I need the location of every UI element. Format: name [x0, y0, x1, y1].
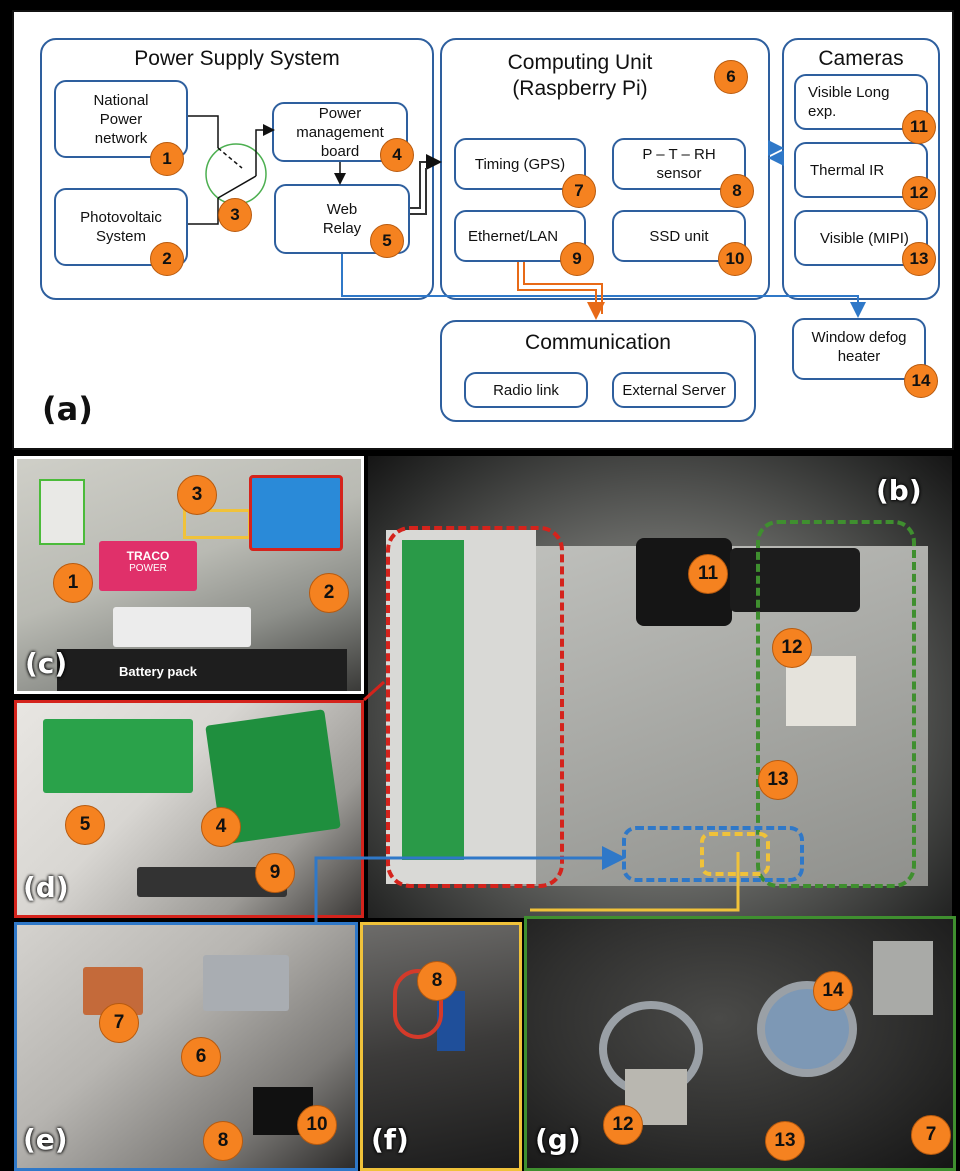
sensor-cables: [393, 969, 443, 1039]
window-defog-heater-box: Window defog heater: [792, 318, 926, 380]
green-dashed-frame: [756, 520, 916, 888]
photo-d-badge-9: 9: [255, 853, 295, 893]
external-server-box: External Server: [612, 372, 736, 408]
photo-c-badge-3: 3: [177, 475, 217, 515]
thermal-camera: [786, 656, 856, 726]
cameras-title: Cameras: [818, 47, 904, 70]
switch-circle: [205, 143, 267, 205]
photo-f-badge-8: 8: [417, 961, 457, 1001]
photo-g-badge-14: 14: [813, 971, 853, 1011]
camera-lens: [730, 548, 860, 612]
badge-3: 3: [218, 198, 252, 232]
photo-e-raspberry-pi: (e) 7 6 8 10: [14, 922, 358, 1171]
pcb-vertical: [402, 540, 464, 860]
power-supply-title: Power Supply System: [134, 47, 340, 70]
charge-controller: [249, 475, 343, 551]
radio-link-box: Radio link: [464, 372, 588, 408]
photo-e-badge-10: 10: [297, 1105, 337, 1145]
badge-13: 13: [902, 242, 936, 276]
traco-label-line1: TRACO: [126, 549, 170, 563]
web-relay-box: Web Relay: [274, 184, 410, 254]
badge-14: 14: [904, 364, 938, 398]
badge-8: 8: [720, 174, 754, 208]
badge-7: 7: [562, 174, 596, 208]
photo-b-badge-13: 13: [758, 760, 798, 800]
panel-label-a: (a): [42, 390, 93, 428]
photo-e-badge-6: 6: [181, 1037, 221, 1077]
photo-e-badge-7: 7: [99, 1003, 139, 1043]
badge-12: 12: [902, 176, 936, 210]
red-dashed-frame: [386, 526, 564, 888]
computing-title-line1: Computing Unit: [507, 51, 653, 74]
photo-c-badge-1: 1: [53, 563, 93, 603]
power-management-box: Power management board: [272, 102, 408, 162]
panel-label-g: (g): [535, 1123, 581, 1156]
panel-label-d: (d): [23, 871, 69, 904]
battery-pack: [57, 649, 347, 691]
photo-d-relay-boards: (d) 5 4 9: [14, 700, 364, 918]
traco-label-line2: POWER: [129, 563, 167, 574]
computing-title-line2: (Raspberry Pi): [512, 77, 648, 100]
breaker-block: [39, 479, 85, 545]
communication-title: Communication: [525, 331, 671, 354]
yellow-dashed-frame: [700, 832, 770, 876]
panel-label-b: (b): [876, 474, 922, 507]
badge-2: 2: [150, 242, 184, 276]
photo-b-badge-12: 12: [772, 628, 812, 668]
panel-label-e: (e): [23, 1123, 68, 1156]
schematic-connectors: [188, 115, 866, 320]
badge-10: 10: [718, 242, 752, 276]
badge-5: 5: [370, 224, 404, 258]
badge-1: 1: [150, 142, 184, 176]
photo-g-badge-7: 7: [911, 1115, 951, 1155]
photo-g-badge-13: 13: [765, 1121, 805, 1161]
photo-d-badge-4: 4: [201, 807, 241, 847]
badge-4: 4: [380, 138, 414, 172]
panel-label-c: (c): [25, 647, 68, 680]
badge-9: 9: [560, 242, 594, 276]
photo-f-sensor: (f) 8: [360, 922, 522, 1171]
photo-g-badge-12: 12: [603, 1105, 643, 1145]
badge-11: 11: [902, 110, 936, 144]
photo-g-windows: (g) 14 12 13 7: [524, 916, 956, 1171]
photo-d-badge-5: 5: [65, 805, 105, 845]
photo-c-badge-2: 2: [309, 573, 349, 613]
heater-block: [873, 941, 933, 1015]
photo-b-enclosure: (b) 11 12 13: [368, 456, 952, 918]
photo-b-badge-11: 11: [688, 554, 728, 594]
photo-c-power-panel: TRACO POWER Battery pack (c) 1 2 3: [14, 456, 364, 694]
battery-pack-label: Battery pack: [119, 664, 198, 679]
communication-box: [440, 320, 756, 422]
photo-e-badge-8: 8: [203, 1121, 243, 1161]
schematic-panel: Power Supply System National Power netwo…: [12, 10, 954, 450]
white-converter: [113, 607, 251, 647]
web-relay-board: [43, 719, 193, 793]
badge-6: 6: [714, 60, 748, 94]
panel-label-f: (f): [371, 1123, 409, 1156]
traco-power-supply: TRACO POWER: [99, 541, 197, 591]
usb-ports: [203, 955, 289, 1011]
